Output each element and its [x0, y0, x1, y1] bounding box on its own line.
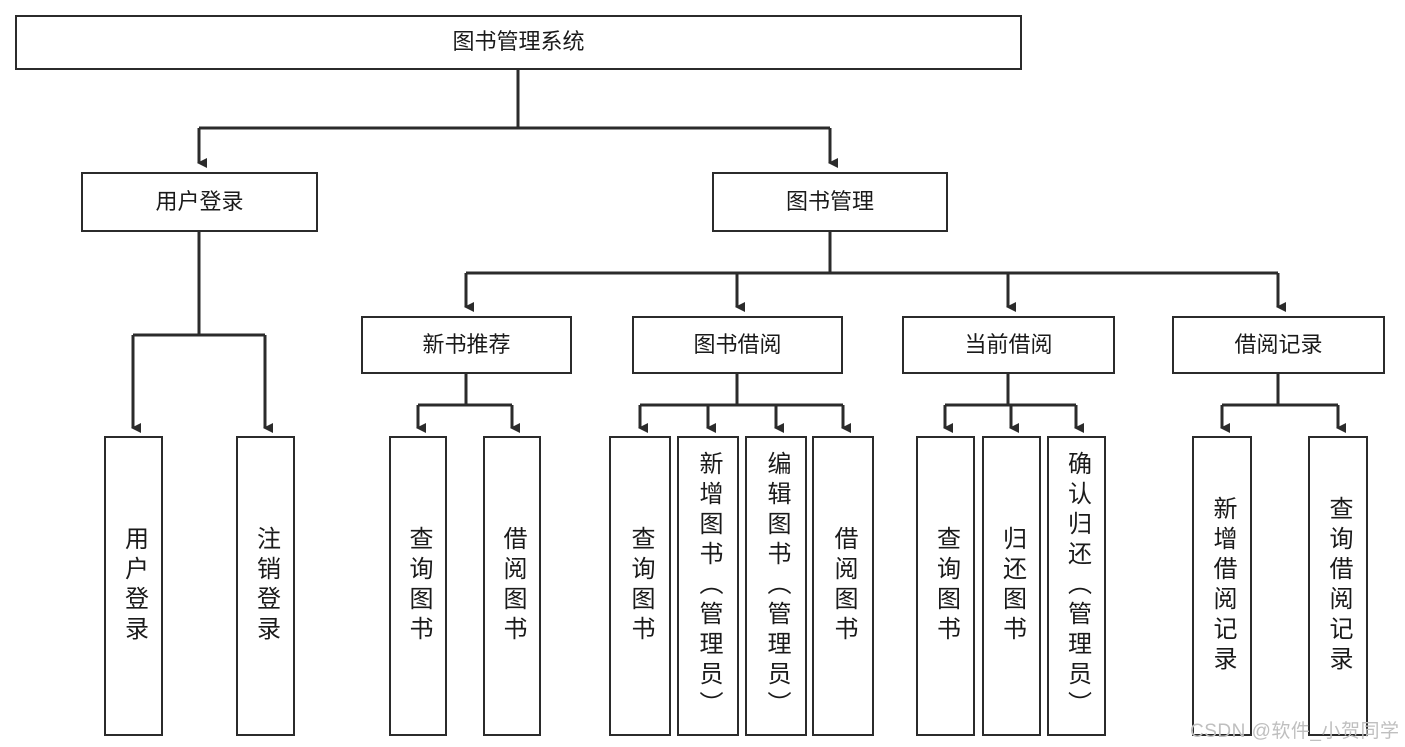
leaf-current-query-book-label: 查询图书: [932, 526, 960, 646]
leaf-record-add-record[interactable]: 新增借阅记录: [1192, 436, 1252, 736]
leaf-borrow-query-book-label: 查询图书: [627, 526, 654, 646]
leaf-current-query-book[interactable]: 查询图书: [916, 436, 975, 736]
leaf-recommend-borrow-book-label: 借阅图书: [499, 526, 526, 646]
node-current-borrow[interactable]: 当前借阅: [902, 316, 1115, 374]
leaf-borrow-edit-book[interactable]: 编辑图书（管理员）: [745, 436, 807, 736]
node-user-login-label: 用户登录: [155, 188, 244, 214]
node-new-book-recommend[interactable]: 新书推荐: [361, 316, 572, 374]
node-borrow-record-label: 借阅记录: [1234, 331, 1323, 357]
leaf-borrow-add-book-label: 新增图书（管理员）: [695, 451, 722, 721]
leaf-record-add-record-label: 新增借阅记录: [1209, 496, 1236, 676]
node-book-management-label: 图书管理: [785, 188, 874, 214]
leaf-user-login-signout[interactable]: 注销登录: [236, 436, 295, 736]
leaf-current-return-book-label: 归还图书: [998, 526, 1026, 646]
node-book-borrow[interactable]: 图书借阅: [632, 316, 843, 374]
leaf-recommend-query-book-label: 查询图书: [405, 526, 432, 646]
node-new-book-recommend-label: 新书推荐: [422, 331, 511, 357]
leaf-recommend-query-book[interactable]: 查询图书: [389, 436, 447, 736]
node-book-borrow-label: 图书借阅: [693, 331, 782, 357]
leaf-current-return-book[interactable]: 归还图书: [982, 436, 1041, 736]
leaf-user-login-signin-label: 用户登录: [120, 526, 148, 646]
leaf-borrow-add-book[interactable]: 新增图书（管理员）: [677, 436, 739, 736]
leaf-record-query-record[interactable]: 查询借阅记录: [1308, 436, 1368, 736]
node-book-management[interactable]: 图书管理: [712, 172, 948, 232]
leaf-borrow-query-book[interactable]: 查询图书: [609, 436, 671, 736]
node-borrow-record[interactable]: 借阅记录: [1172, 316, 1385, 374]
leaf-recommend-borrow-book[interactable]: 借阅图书: [483, 436, 541, 736]
leaf-borrow-edit-book-label: 编辑图书（管理员）: [763, 451, 790, 721]
leaf-user-login-signout-label: 注销登录: [252, 526, 280, 646]
csdn-watermark: CSDN @软件_小贺同学: [1190, 721, 1400, 742]
leaf-current-confirm-return-label: 确认归还（管理员）: [1063, 451, 1091, 721]
node-current-borrow-label: 当前借阅: [964, 331, 1053, 357]
node-root[interactable]: 图书管理系统: [15, 15, 1022, 70]
leaf-current-confirm-return[interactable]: 确认归还（管理员）: [1047, 436, 1106, 736]
leaf-borrow-borrow-book[interactable]: 借阅图书: [812, 436, 874, 736]
leaf-borrow-borrow-book-label: 借阅图书: [830, 526, 857, 646]
leaf-record-query-record-label: 查询借阅记录: [1325, 496, 1352, 676]
node-user-login[interactable]: 用户登录: [81, 172, 318, 232]
leaf-user-login-signin[interactable]: 用户登录: [104, 436, 163, 736]
node-root-label: 图书管理系统: [452, 29, 585, 55]
